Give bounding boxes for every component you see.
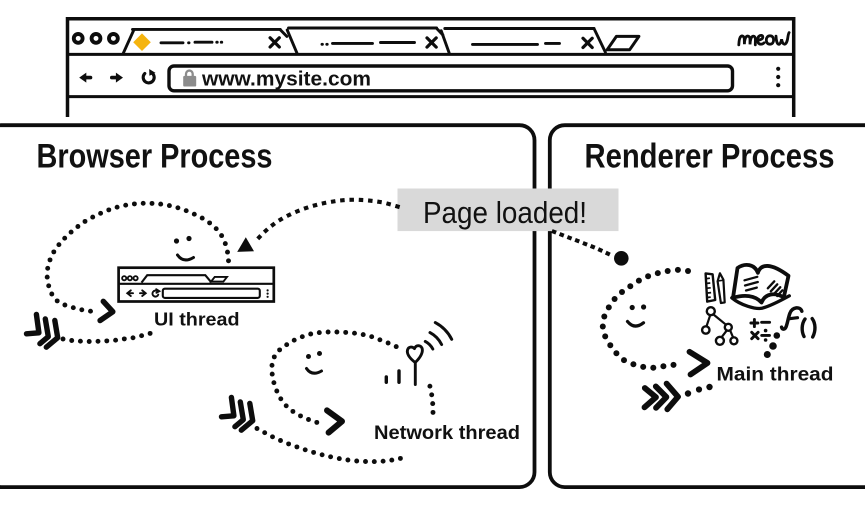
svg-text:Renderer Process: Renderer Process <box>585 137 835 175</box>
svg-text:Page loaded!: Page loaded! <box>423 195 587 230</box>
svg-text:Network thread: Network thread <box>374 422 520 444</box>
svg-text:Main thread: Main thread <box>717 364 834 385</box>
svg-text:UI thread: UI thread <box>154 309 240 330</box>
svg-text:www.mysite.com: www.mysite.com <box>201 67 371 90</box>
svg-text:Browser Process: Browser Process <box>37 137 273 175</box>
